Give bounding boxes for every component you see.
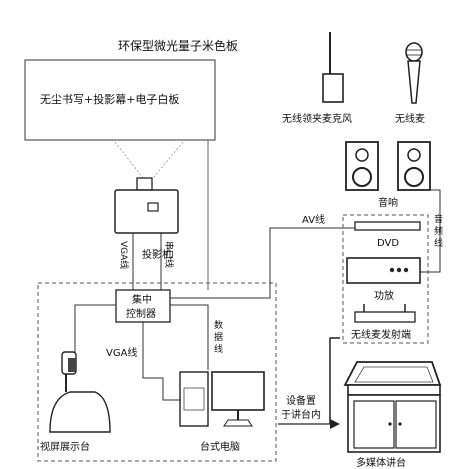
rack-to-podium-bracket [329,337,340,424]
podium-label: 多媒体讲台 [356,456,406,469]
equipment-enclosure [342,214,429,344]
device-note-line-1: 设备置 [286,394,316,407]
amplifier-icon [346,257,421,284]
controller-cables [74,227,355,401]
data-line-label-2: 据 [214,331,223,343]
board-text: 无尘书写+投影幕+电子白板 [40,92,179,106]
speaker-label: 音响 [378,196,398,209]
lapel-mic-icon [322,32,344,103]
device-note-line-2: 于讲台内 [281,408,321,421]
vga-vertical-label: VGA线 [118,241,130,269]
audio-line-label-2: 频 [434,225,443,237]
dvd-label: DVD [377,238,399,249]
mic-transmitter-label: 无线麦发射端 [351,328,411,341]
speaker-right-icon [397,141,431,191]
audio-line-label-3: 线 [434,237,443,249]
multimedia-podium-icon [343,361,442,453]
desktop-computer-icon [179,371,265,427]
controller-label-2: 控制器 [126,307,156,320]
whiteboard [24,59,216,141]
dvd-player-icon [354,221,421,231]
podium-enclosure [37,282,277,462]
projector-icon [114,177,179,234]
controller-label-1: 集中 [132,293,152,306]
desktop-label: 台式电脑 [200,440,240,453]
visualizer-icon [49,351,111,433]
mic-transmitter-icon [354,311,416,323]
audio-line-label-1: 音 [434,213,443,225]
data-line-label-1: 数 [214,319,223,331]
board-title: 环保型微光量子米色板 [118,39,238,53]
audio-cable [420,189,441,273]
projector-label: 投影机 [142,248,172,261]
lapel-mic-label: 无线领夹麦克风 [282,112,352,125]
serial-label: 串口线 [163,241,175,268]
visualizer-label: 视屏展示台 [40,440,90,453]
placement-arrow-head [330,419,340,429]
av-line-label: AV线 [302,213,325,226]
speaker-left-icon [345,141,379,191]
vga-line-label: VGA线 [106,346,137,359]
projection-beam [114,141,184,179]
handheld-mic-icon [405,42,423,104]
amp-label: 功放 [374,289,394,302]
handheld-mic-label: 无线麦 [395,112,425,125]
central-controller [115,289,171,323]
data-line-label-3: 线 [214,343,223,355]
